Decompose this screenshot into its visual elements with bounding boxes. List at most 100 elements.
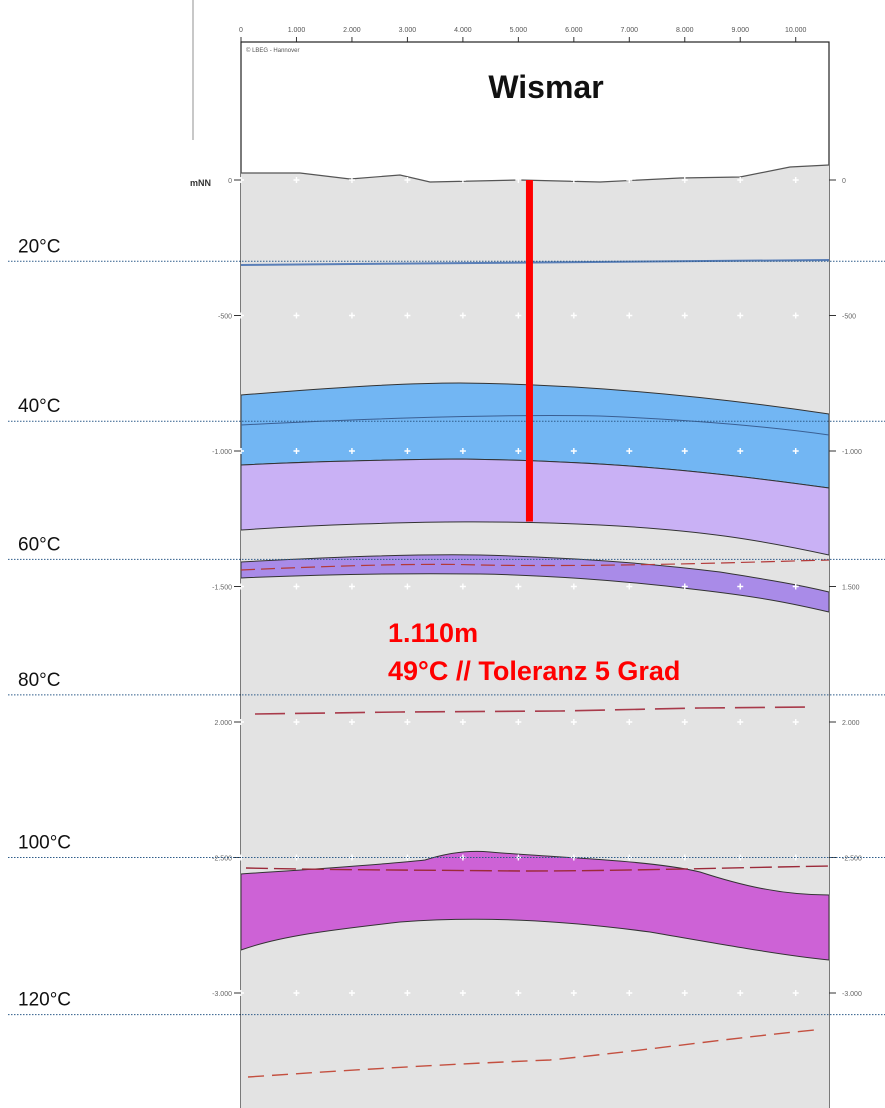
grid-cross [737, 719, 744, 725]
lavender-layer [240, 458, 830, 556]
grid-cross [459, 583, 466, 590]
grid-cross [348, 312, 355, 319]
grid-cross [404, 990, 411, 996]
grid-cross [459, 312, 466, 319]
red-dashed-horizon-upper [240, 559, 830, 571]
grid-cross [792, 583, 799, 590]
grid-cross [737, 583, 744, 590]
x-tick-label: 7.000 [621, 27, 639, 34]
depth-tick-label-left: -1.500 [212, 585, 232, 592]
grid-cross [293, 312, 300, 319]
grid-cross [293, 583, 300, 590]
section-body: © LBEG - Hannover [238, 41, 830, 1108]
grid-cross [293, 177, 300, 183]
depth-tick-label-right: -3.000 [842, 991, 862, 998]
grid-cross [737, 177, 744, 183]
grid-cross [404, 312, 411, 319]
grid-cross [792, 177, 799, 183]
x-tick-label: 2.000 [343, 27, 361, 34]
depth-tick-label-right: 2.000 [842, 720, 860, 727]
isotherm-label: 60°C [18, 534, 60, 555]
x-tick-label: 0 [239, 27, 243, 34]
grid-cross [348, 990, 355, 996]
blue-layer-inner-line [240, 414, 830, 436]
grid-cross [348, 177, 355, 183]
isotherm-label: 20°C [18, 236, 60, 257]
grid-cross [293, 448, 300, 454]
grid-cross [681, 583, 688, 590]
grid-cross [626, 719, 633, 725]
grid-cross [404, 583, 411, 590]
x-tick-label: 4.000 [454, 27, 472, 34]
grid-cross [459, 990, 466, 996]
grid-cross [570, 719, 577, 725]
grid-cross [626, 448, 633, 454]
location-title: Wismar [488, 69, 603, 105]
annotation-depth: 1.110m [388, 618, 478, 648]
depth-unit-label: mNN [190, 178, 211, 188]
red-dashed-horizon-lower [247, 1029, 816, 1078]
grid-cross [459, 719, 466, 725]
grid-cross [792, 312, 799, 319]
grid-cross [293, 990, 300, 996]
subsurface-fill [241, 165, 829, 1108]
grid-cross [737, 312, 744, 319]
grid-cross [570, 448, 577, 454]
grid-cross [737, 990, 744, 996]
x-tick-label: 3.000 [399, 27, 417, 34]
x-tick-label: 6.000 [565, 27, 583, 34]
x-tick-label: 8.000 [676, 27, 694, 34]
grid-cross [515, 177, 522, 183]
grid-cross [681, 719, 688, 725]
grid-cross [459, 448, 466, 454]
grid-cross [404, 177, 411, 183]
grid-cross [570, 177, 577, 183]
isotherm-label: 120°C [18, 990, 71, 1011]
grid-cross [515, 719, 522, 725]
grid-cross [681, 177, 688, 183]
grid-cross [348, 448, 355, 454]
depth-tick-label-left: -500 [218, 314, 232, 321]
grid-cross [293, 719, 300, 725]
grid-cross [404, 719, 411, 725]
violet-layer [240, 554, 830, 613]
isotherm-label: 40°C [18, 396, 60, 417]
depth-tick-label-right: 0 [842, 178, 846, 185]
x-tick-label: 10.000 [785, 27, 807, 34]
grid-cross [681, 448, 688, 454]
depth-tick-label-left: -3.000 [212, 991, 232, 998]
grid-cross [570, 312, 577, 319]
depth-tick-label-left: 0 [228, 178, 232, 185]
grid-cross [681, 990, 688, 996]
red-dashed-horizon-2500 [245, 865, 830, 872]
x-tick-label: 5.000 [510, 27, 528, 34]
grid-cross [792, 990, 799, 996]
grid-cross [404, 448, 411, 454]
depth-tick-label-right: -1.000 [842, 449, 862, 456]
depth-tick-label-right: -2.500 [842, 856, 862, 863]
grid-cross [626, 583, 633, 590]
depth-axis-ticks: 0 -500 -1.000 -1.500 2.000 -2.500 -3.000 0 -500 -… [212, 178, 862, 998]
isotherm-label: 80°C [18, 670, 60, 691]
grid-cross [626, 312, 633, 319]
depth-tick-label-left: -1.000 [212, 449, 232, 456]
grid-cross [792, 719, 799, 725]
grid-cross [570, 583, 577, 590]
depth-tick-label-right: 1.500 [842, 585, 860, 592]
grid-cross [737, 448, 744, 454]
grid-cross [626, 177, 633, 183]
grid-cross [515, 312, 522, 319]
x-tick-label: 9.000 [731, 27, 749, 34]
grid-cross [459, 177, 466, 183]
grid-cross [348, 719, 355, 725]
grid-cross [792, 448, 799, 454]
depth-tick-label-left: 2.000 [214, 720, 232, 727]
depth-tick-label-left: -2.500 [212, 856, 232, 863]
grid-cross [681, 312, 688, 319]
grid-cross [515, 583, 522, 590]
red-dashed-horizon-2000 [254, 706, 811, 715]
depth-tick-label-right: -500 [842, 314, 856, 321]
grid-cross [570, 990, 577, 996]
